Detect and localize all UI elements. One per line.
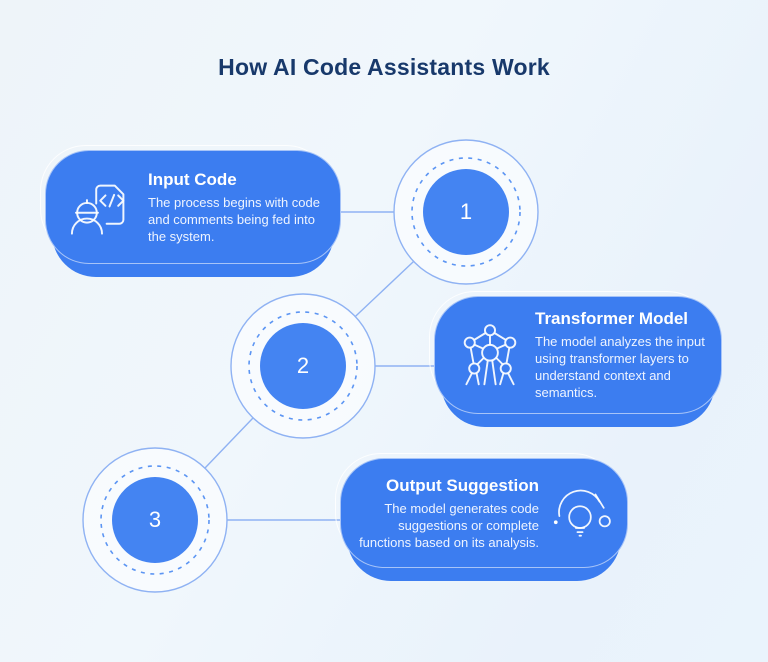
step2-dashed-ring: [248, 311, 358, 421]
card-body: Input Code The process begins with code …: [45, 150, 341, 264]
card-body: Output Suggestion The model generates co…: [340, 458, 628, 568]
connector-circle1-circle2: [354, 260, 415, 318]
step-card-input-code: Input Code The process begins with code …: [40, 145, 341, 277]
lightbulb-idea-icon: [545, 480, 615, 546]
connector-circle2-circle3: [204, 417, 254, 469]
card-title: Input Code: [148, 169, 237, 189]
card-description: The model generates code suggestions or …: [359, 500, 539, 550]
card-text-block: Transformer Model The model analyzes the…: [535, 309, 707, 401]
step-number-2: 2: [296, 353, 310, 378]
card-description: The model analyzes the input using trans…: [535, 334, 705, 400]
card-text-block: Output Suggestion The model generates co…: [357, 476, 539, 551]
step-card-transformer-model: Transformer Model The model analyzes the…: [429, 291, 722, 427]
step-card-output-suggestion: Output Suggestion The model generates co…: [335, 453, 628, 581]
card-title: Output Suggestion: [386, 475, 539, 495]
engineer-code-document-icon: [62, 170, 142, 244]
card-description: The process begins with code and comment…: [148, 194, 320, 244]
card-text-block: Input Code The process begins with code …: [148, 170, 326, 245]
step-number-3: 3: [148, 507, 162, 532]
step-circle-1: 1: [423, 169, 509, 255]
card-title: Transformer Model: [535, 309, 689, 328]
step-circle-2: 2: [260, 323, 346, 409]
step1-dashed-ring: [411, 157, 521, 267]
neural-network-icon: [451, 319, 529, 391]
step3-dashed-ring: [100, 465, 210, 575]
card-body: Transformer Model The model analyzes the…: [434, 296, 722, 414]
step-number-1: 1: [459, 199, 473, 224]
step-circle-3: 3: [112, 477, 198, 563]
page-title: How AI Code Assistants Work: [218, 54, 550, 80]
